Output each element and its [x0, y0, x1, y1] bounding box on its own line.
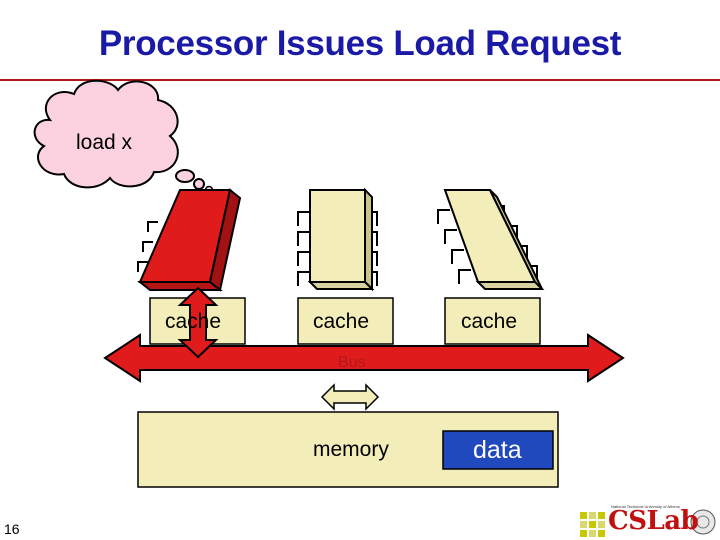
- processor-chip-active: [137, 188, 242, 292]
- processor-bus-arrow: [177, 286, 219, 359]
- cache-label-3: cache: [461, 310, 518, 333]
- bus-arrow: [103, 333, 625, 383]
- memory-bus-arrow: [320, 383, 380, 411]
- data-label: data: [473, 436, 522, 464]
- cache-label-2: cache: [313, 310, 370, 333]
- cache-box-2: [297, 297, 394, 345]
- data-box: [442, 430, 554, 470]
- logo-text: CSLab: [608, 506, 699, 536]
- processor-chip-middle: [297, 187, 378, 292]
- cache-box-3: [444, 297, 541, 345]
- bus-label: Bus: [338, 354, 366, 371]
- slide-title: Processor Issues Load Request: [98, 24, 622, 63]
- cache-label-1: cache: [165, 310, 222, 333]
- thought-bubble: [33, 79, 214, 195]
- memory-label: memory: [313, 438, 389, 461]
- logo-tagline: National Technical University of Athens: [611, 504, 680, 509]
- thought-text: load x: [76, 131, 133, 154]
- cslab-logo-icon: [580, 509, 716, 537]
- title-underline: [0, 79, 720, 81]
- processor-chip-right: [437, 189, 545, 290]
- page-number: 16: [4, 521, 20, 537]
